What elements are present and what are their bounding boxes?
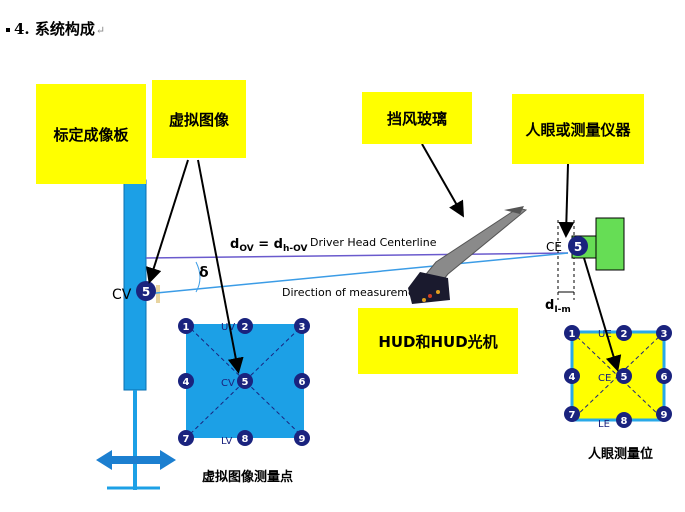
virtual-grid-point-label-2: 2 (242, 322, 249, 333)
heading-title: 系统构成 (34, 20, 95, 38)
d-ov-label: dOV = dh-OV (230, 237, 307, 254)
eye-grid-point-label-3: 3 (661, 329, 668, 340)
virtual-grid-point-2 (237, 318, 253, 334)
cv-marker-label: 5 (142, 285, 150, 299)
eye-grid-point-5 (616, 368, 632, 384)
eye-grid-point-label-8: 8 (621, 416, 628, 427)
windshield-label: 挡风玻璃 (362, 92, 472, 144)
grid-diagonal (185, 323, 305, 439)
hud-module-label: HUD和HUD光机 (358, 308, 518, 374)
hud-projector (408, 272, 450, 304)
grid-diagonal (185, 323, 305, 439)
hud-light-dot (428, 294, 432, 298)
eye-instrument-label: 人眼或测量仪器 (512, 94, 644, 164)
instrument-arrow (558, 163, 575, 238)
eye-grid-point-2 (616, 325, 632, 341)
heading-number: 4. (14, 20, 30, 38)
virtual-grid-point-label-7: 7 (183, 434, 190, 445)
eye-grid-point-6 (656, 368, 672, 384)
virtual-image-label: 虚拟图像 (152, 80, 246, 158)
le-label: LE (598, 419, 610, 430)
eye-grid-point-7 (564, 406, 580, 422)
uv-label: UV (221, 322, 235, 333)
virtual-image-marker (156, 285, 160, 303)
section-heading: 4. 系统构成↵ (6, 18, 105, 39)
virtual-grid-caption: 虚拟图像测量点 (202, 470, 294, 485)
cv-grid-label: CV (221, 378, 235, 389)
return-mark-icon: ↵ (95, 24, 106, 37)
virtual-grid-point-label-6: 6 (299, 377, 306, 388)
virtual-grid-point-label-5: 5 (242, 377, 249, 388)
eye-grid-point-4 (564, 368, 580, 384)
cv-label: CV (112, 287, 132, 303)
ce-grid-label: CE (598, 373, 611, 384)
eye-grid-point-label-7: 7 (569, 410, 576, 421)
delta-arc (195, 261, 201, 293)
eye-position-grid: UE CE LE 1 2 3 4 5 6 7 8 9 (564, 325, 672, 430)
virtual-grid-point-label-1: 1 (183, 322, 190, 333)
bullet-icon (6, 28, 10, 32)
measurement-line (145, 252, 569, 295)
driver-head-centerline (145, 252, 569, 259)
instrument-body (595, 217, 625, 271)
virtual-grid-point-1 (178, 318, 194, 334)
virtual-grid-point-3 (294, 318, 310, 334)
virtual-grid-point-8 (237, 430, 253, 446)
double-arrow-icon (96, 450, 176, 470)
ce-marker-icon (568, 236, 588, 256)
windshield-arrow (421, 143, 464, 218)
eye-grid-point-8 (616, 412, 632, 428)
eye-grid-point-9 (656, 406, 672, 422)
virtual-grid-point-9 (294, 430, 310, 446)
eye-grid-point-label-2: 2 (621, 329, 628, 340)
driver-head-centerline-label: Driver Head Centerline (310, 236, 437, 249)
windshield-edge (504, 206, 524, 214)
d-im-label: dI-m (545, 298, 571, 315)
calibration-board-label: 标定成像板 (36, 84, 146, 184)
virtual-grid-point-4 (178, 373, 194, 389)
eye-grid-point-label-5: 5 (621, 372, 628, 383)
virtual-grid-point-7 (178, 430, 194, 446)
ce-marker-label: 5 (574, 240, 582, 254)
virtual-image-arrow-grid (197, 159, 244, 374)
hud-light-dot (422, 298, 426, 302)
eye-grid-point-1 (564, 325, 580, 341)
virtual-grid-point-label-9: 9 (299, 434, 306, 445)
delta-label: δ (199, 265, 209, 281)
virtual-grid-point-label-3: 3 (299, 322, 306, 333)
eye-grid-point-label-4: 4 (569, 372, 576, 383)
virtual-grid-point-6 (294, 373, 310, 389)
eye-grid-caption: 人眼测量位 (588, 447, 654, 462)
eye-grid-point-3 (656, 325, 672, 341)
eye-grid-point-label-6: 6 (661, 372, 668, 383)
virtual-grid-point-label-8: 8 (242, 434, 249, 445)
hud-light-dot (436, 290, 440, 294)
eye-grid-point-label-9: 9 (661, 410, 668, 421)
direction-of-measurement-label: Direction of measurement (282, 286, 427, 299)
ce-label: CE (546, 240, 562, 254)
eye-grid-point-label-1: 1 (569, 329, 576, 340)
virtual-grid-point-label-4: 4 (183, 377, 190, 388)
eye-grid-arrow (583, 257, 622, 372)
virtual-image-grid: UV CV LV 1 2 3 4 5 6 7 8 9 (178, 318, 310, 447)
virtual-grid-point-5 (237, 373, 253, 389)
ue-label: UE (598, 329, 612, 340)
cv-marker-icon (136, 281, 156, 301)
virtual-image-arrow-board (145, 159, 189, 284)
lv-label: LV (221, 436, 232, 447)
